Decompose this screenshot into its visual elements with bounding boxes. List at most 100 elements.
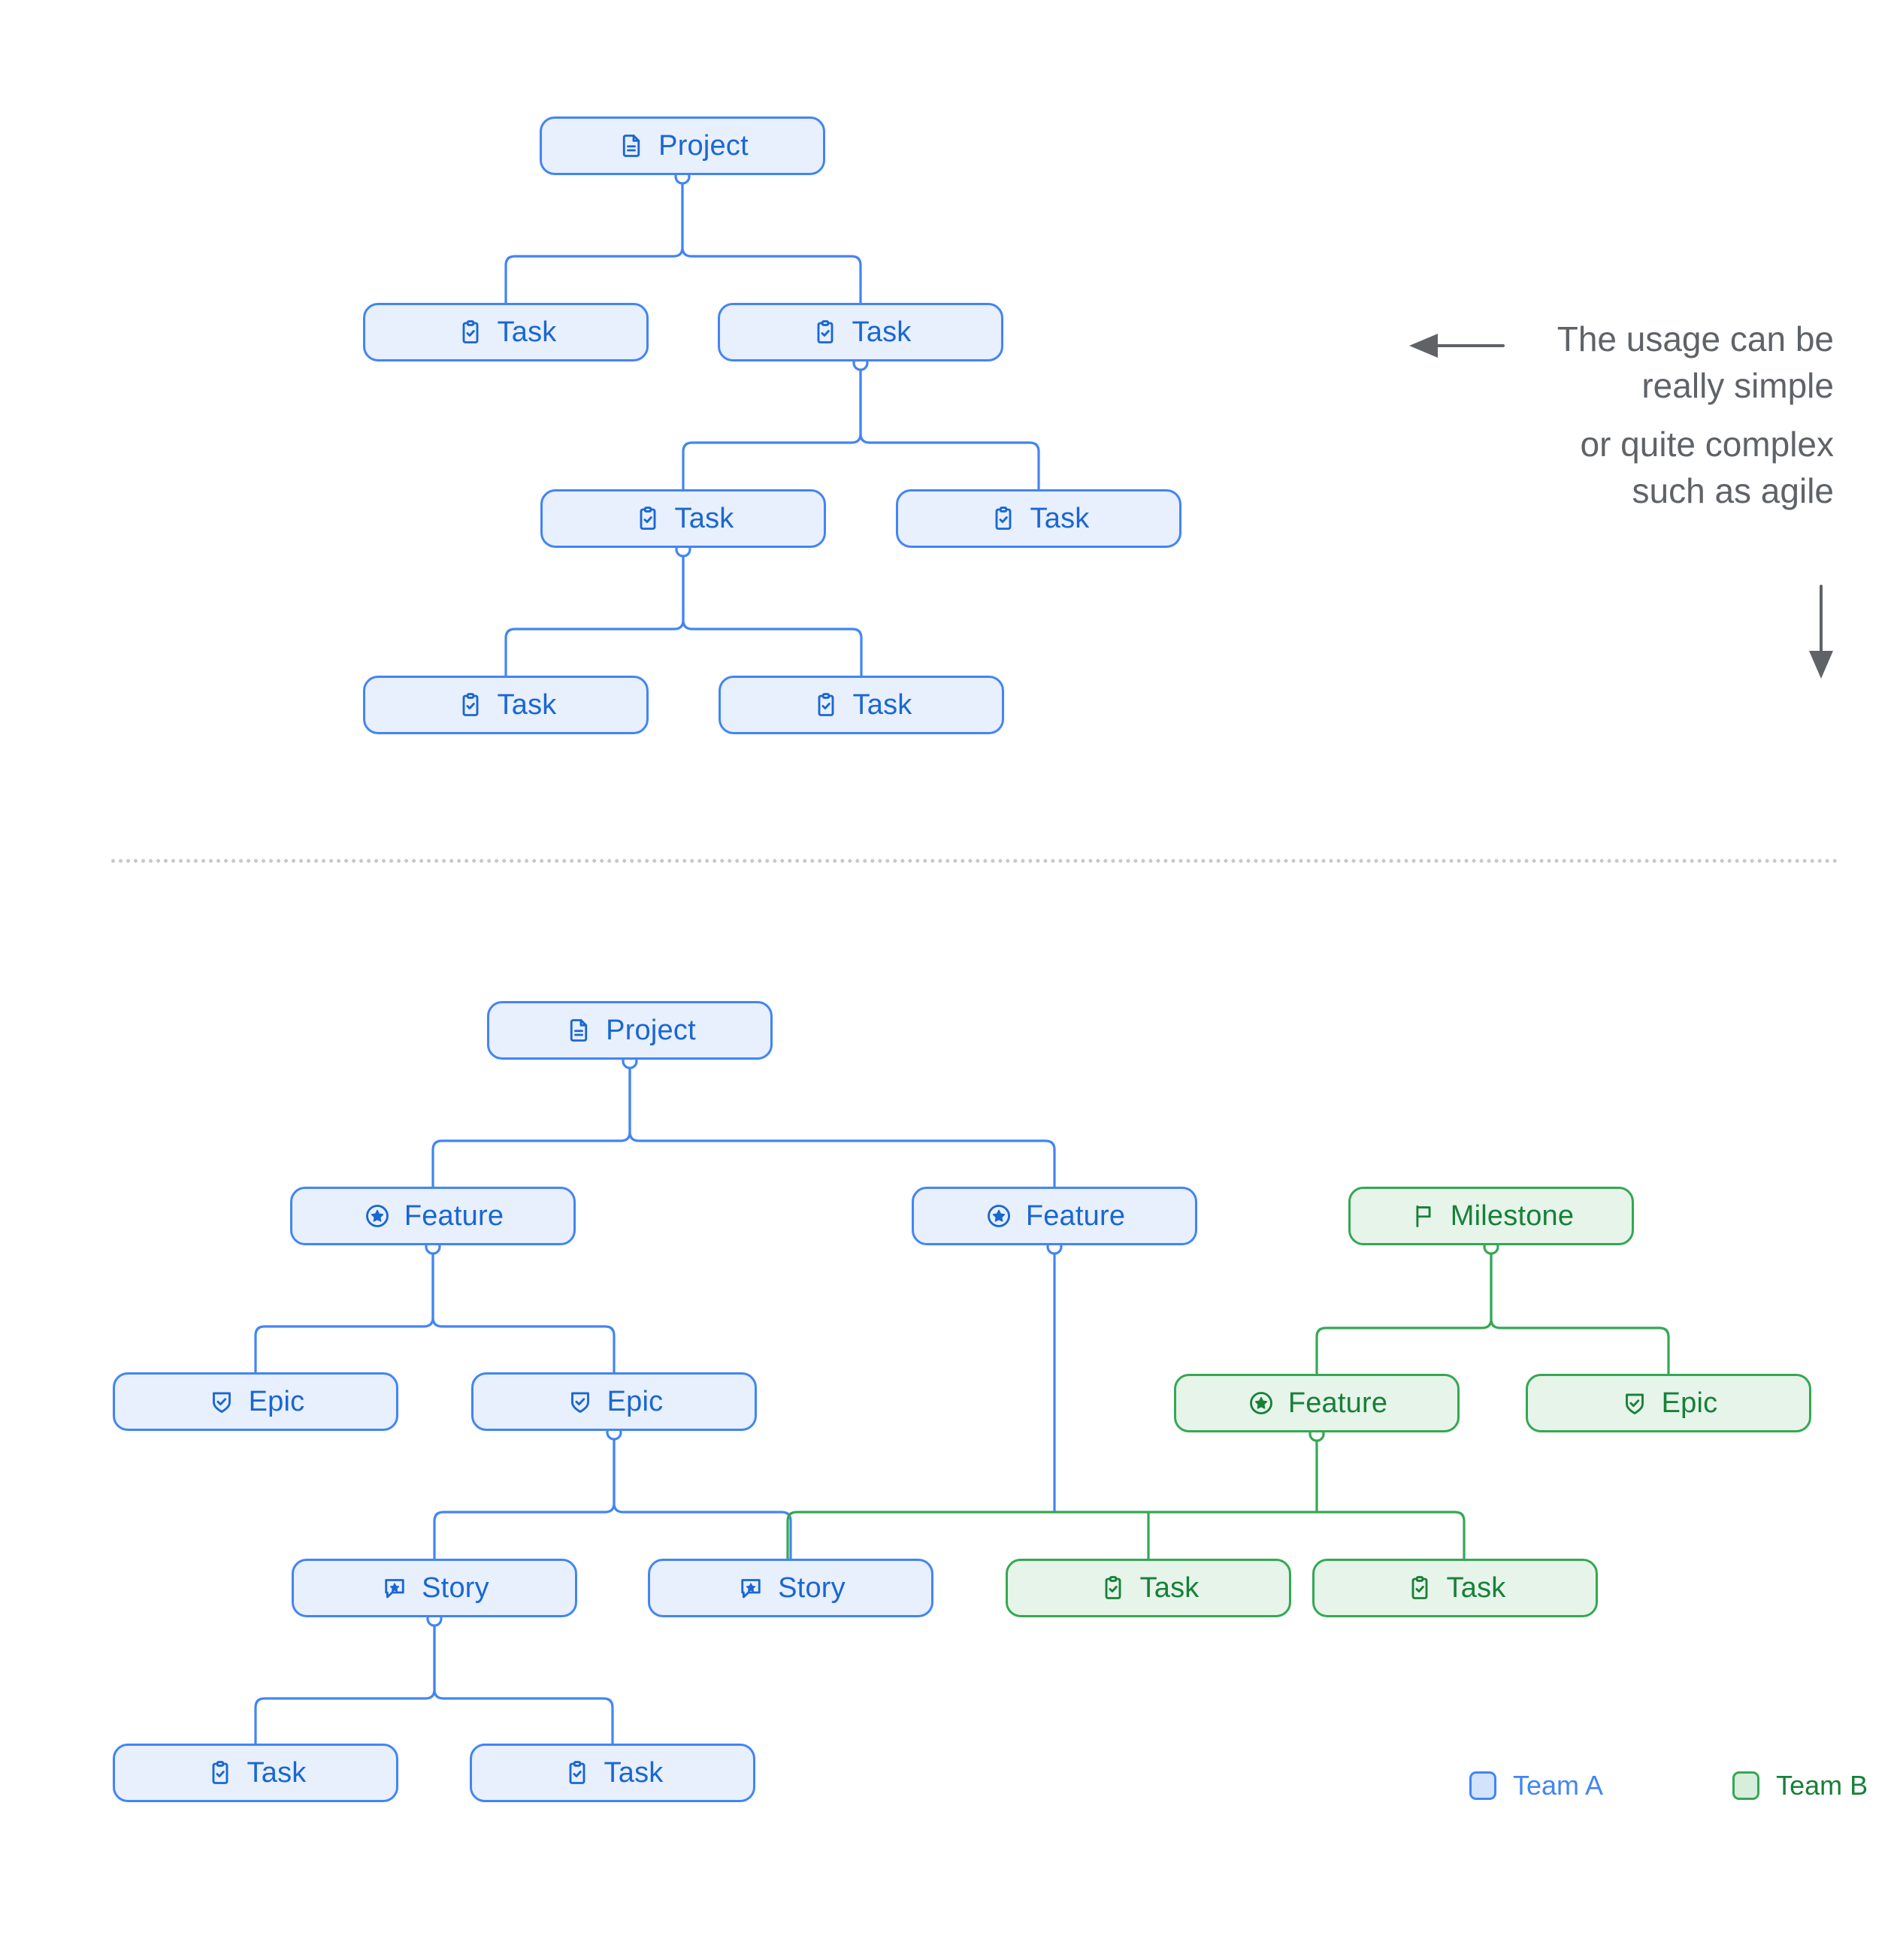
edge-bus-taskg2-right [1454,1511,1466,1560]
annotation-line-2: really simple [1641,366,1834,406]
node-label: Story [422,1572,489,1604]
clipboard-check-icon [633,504,663,534]
top-connectors [504,174,1040,677]
node-task-b-task-b2[interactable]: Task [470,1744,755,1802]
node-label: Task [497,316,557,348]
clipboard-check-icon [811,690,841,720]
node-story-b-story-1[interactable]: Story [292,1559,577,1617]
clipboard-check-icon [205,1758,235,1788]
legend-label-team-a: Team A [1513,1770,1604,1801]
star-circle-icon [362,1201,392,1231]
node-task-t-task-5[interactable]: Task [363,676,649,734]
edge-bproject-feature2 [628,1058,1056,1188]
annotation-text: The usage can be really simple or quite … [1488,316,1834,514]
node-label: Project [658,130,749,162]
bottom-ports [425,1053,1499,1627]
star-circle-icon [984,1201,1014,1231]
node-task-t-task-4[interactable]: Task [896,489,1181,548]
shield-check-icon [207,1387,237,1417]
comment-star-icon [380,1573,410,1603]
clipboard-check-icon [455,317,486,347]
edge-project-task1 [504,174,684,304]
edge-project-task2 [681,174,862,304]
document-icon [564,1015,594,1045]
comment-star-icon [736,1573,766,1603]
clipboard-check-icon [562,1758,592,1788]
node-task-t-task-3[interactable]: Task [540,489,826,548]
node-label: Feature [1287,1387,1388,1419]
node-task-t-task-6[interactable]: Task [719,676,1004,734]
node-task-b-task-g1[interactable]: Task [1006,1559,1291,1617]
edge-epic2-story2 [613,1429,792,1560]
edge-milestone-feature3 [1315,1244,1493,1375]
edge-task2-task4 [859,360,1040,491]
node-label: Epic [248,1386,305,1417]
node-task-b-task-b1[interactable]: Task [113,1744,398,1802]
edge-milestone-epic3 [1490,1244,1670,1375]
edge-task3-task6 [682,546,863,677]
node-label: Task [604,1757,664,1789]
node-label: Epic [607,1386,664,1417]
node-label: Epic [1661,1387,1718,1419]
star-circle-icon [1246,1388,1276,1418]
swatch-green-icon [1732,1771,1760,1800]
node-milestone-b-milestone[interactable]: Milestone [1348,1187,1634,1245]
node-label: Task [1030,503,1090,534]
edge-feature1-epic2 [431,1244,616,1374]
edge-epic2-story1 [433,1429,616,1560]
node-label: Feature [1025,1200,1126,1232]
edge-bproject-feature1 [431,1058,631,1188]
edge-task2-task3 [682,360,862,491]
node-label: Task [1446,1572,1506,1604]
annotation-line-3: or quite complex [1580,425,1835,464]
node-label: Task [852,316,912,348]
node-label: Milestone [1450,1200,1575,1232]
flag-icon [1408,1201,1439,1231]
node-project-t-project[interactable]: Project [540,116,825,175]
section-divider [111,859,1838,863]
node-feature-b-feature-1[interactable]: Feature [290,1187,576,1245]
node-label: Task [852,689,912,721]
legend-item-team-b[interactable]: Team B [1732,1770,1868,1801]
clipboard-check-icon [988,504,1018,534]
node-feature-b-feature-2[interactable]: Feature [912,1187,1197,1245]
edge-story1-taskb2 [433,1616,614,1745]
node-label: Story [778,1572,846,1604]
edge-bus-taskg1-left [786,1511,798,1560]
node-feature-b-feature-3[interactable]: Feature [1174,1374,1460,1432]
swatch-blue-icon [1469,1771,1496,1800]
node-epic-b-epic-3[interactable]: Epic [1526,1374,1811,1432]
node-label: Project [606,1015,696,1046]
clipboard-check-icon [1098,1573,1128,1603]
shield-check-icon [565,1387,595,1417]
node-label: Task [247,1757,307,1789]
node-task-t-task-2[interactable]: Task [718,303,1003,361]
node-label: Task [674,503,734,534]
arrow-down-icon [1809,651,1833,679]
node-task-t-task-1[interactable]: Task [363,303,649,361]
legend-label-team-b: Team B [1776,1770,1868,1801]
edge-task3-task5 [504,546,685,677]
arrow-left-icon [1409,334,1438,358]
node-label: Task [1139,1572,1200,1604]
shield-check-icon [1620,1388,1650,1418]
node-epic-b-epic-1[interactable]: Epic [113,1372,398,1431]
team-legend: Team A Team B [1469,1770,1868,1801]
node-label: Feature [404,1200,504,1232]
annotation-line-1: The usage can be [1557,319,1834,358]
annotation-spacer [1488,409,1834,421]
clipboard-check-icon [810,317,840,347]
legend-item-team-a[interactable]: Team A [1469,1770,1603,1801]
edge-feature1-epic1 [254,1244,434,1374]
node-label: Task [497,689,557,721]
edge-story1-taskb1 [254,1616,436,1745]
node-task-b-task-g2[interactable]: Task [1312,1559,1598,1617]
clipboard-check-icon [1405,1573,1435,1603]
document-icon [616,131,646,161]
node-epic-b-epic-2[interactable]: Epic [471,1372,757,1431]
node-project-b-project[interactable]: Project [487,1001,773,1060]
node-story-b-story-2[interactable]: Story [648,1559,933,1617]
clipboard-check-icon [455,690,486,720]
